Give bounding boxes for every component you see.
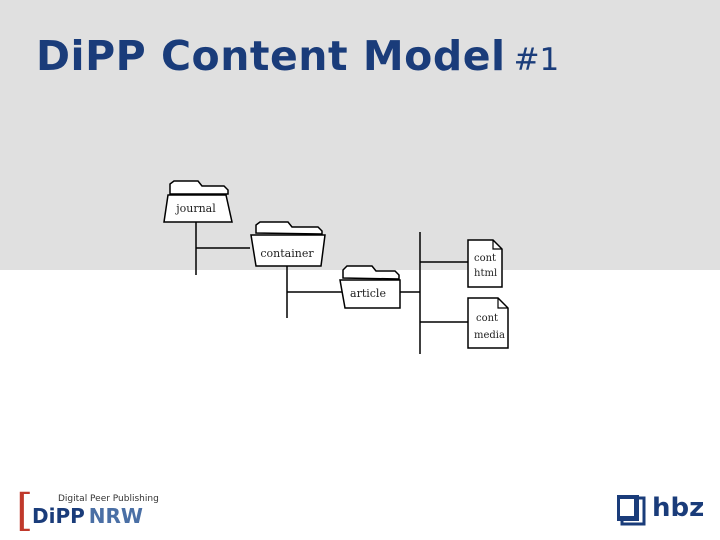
hbz-logo: hbz: [612, 492, 705, 528]
hbz-book-icon: [617, 495, 646, 526]
header-band: [0, 0, 720, 270]
dipp-bracket-mark: [: [16, 485, 34, 536]
page-title-number: #1: [513, 42, 560, 78]
document-label-line1: cont: [474, 253, 496, 264]
folder-container: container: [250, 221, 326, 267]
folder-label-journal: journal: [174, 202, 216, 215]
dipp-tagline: Digital Peer Publishing: [58, 494, 159, 504]
document-cont-media: cont media: [467, 297, 509, 349]
document-label-line1: cont: [476, 313, 498, 324]
dipp-wordmark-region: NRW: [88, 504, 143, 528]
hbz-wordmark: hbz: [652, 493, 705, 523]
document-label-line2: html: [474, 268, 497, 279]
folder-article: article: [339, 265, 401, 309]
folder-label-article: article: [350, 287, 386, 300]
page-title: DiPP Content Model#1: [36, 36, 559, 77]
dipp-wordmark-main: DiPP: [32, 504, 85, 528]
page-title-text: DiPP Content Model: [36, 32, 506, 80]
tree-connectors: [195, 222, 468, 354]
folder-label-container: container: [260, 247, 314, 260]
folder-journal: journal: [163, 180, 233, 223]
document-label-line2: media: [474, 330, 505, 341]
document-cont-html: cont html: [467, 239, 503, 288]
